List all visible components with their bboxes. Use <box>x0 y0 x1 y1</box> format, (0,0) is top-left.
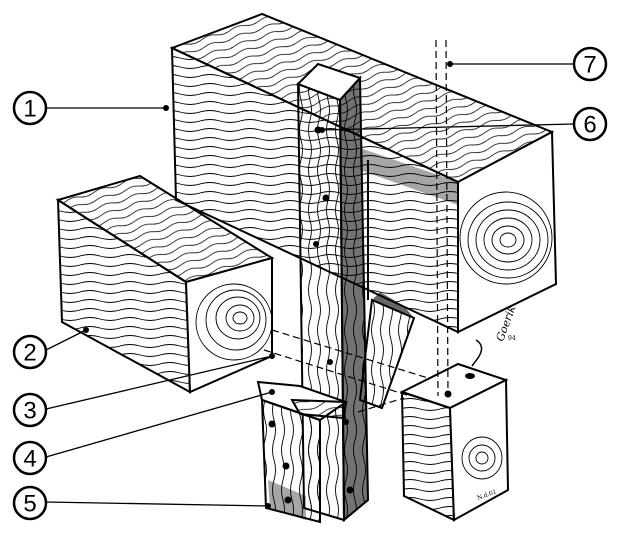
post-base-7 <box>399 339 510 522</box>
callout-5: 5 <box>12 485 48 521</box>
beam-1-end-rings <box>459 191 553 285</box>
construction-lines <box>263 39 449 413</box>
callout-1: 1 <box>12 90 48 126</box>
callout-2: 2 <box>12 334 48 370</box>
callout-label-5: 5 <box>23 491 36 518</box>
callout-3: 3 <box>12 392 48 428</box>
lower-tenon-block <box>256 380 349 524</box>
beam-2-end-rings <box>195 283 273 361</box>
callout-label-7: 7 <box>583 52 596 79</box>
callout-label-3: 3 <box>23 398 36 425</box>
brace <box>358 292 416 410</box>
callout-label-6: 6 <box>583 112 596 139</box>
callout-label-1: 1 <box>23 96 36 123</box>
signature-year: 94 <box>508 335 516 342</box>
callout-6: 6 <box>572 106 608 142</box>
callout-label-2: 2 <box>23 340 36 367</box>
callout-7: 7 <box>572 46 608 82</box>
callout-label-4: 4 <box>23 446 36 473</box>
leader-lines <box>45 63 575 507</box>
callout-4: 4 <box>12 440 48 476</box>
leader-dots <box>83 61 453 509</box>
